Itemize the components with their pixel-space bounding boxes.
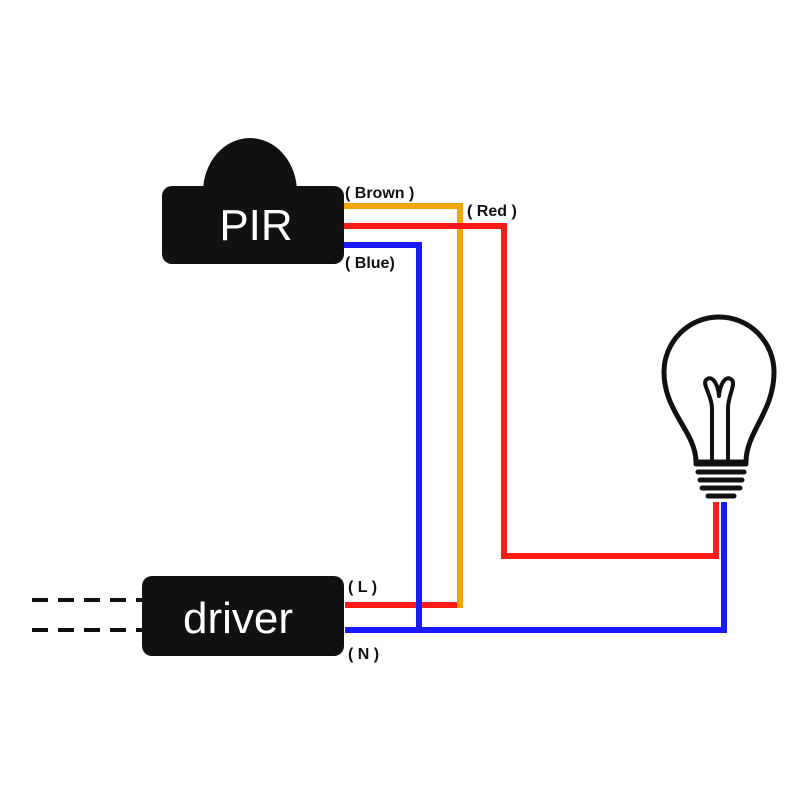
pir-body: [162, 186, 344, 264]
pir-sensor: PIR: [162, 138, 344, 264]
red-wire-label: ( Red ): [467, 203, 517, 220]
driver-l-label: ( L ): [348, 579, 377, 596]
light-bulb-icon: [661, 314, 777, 499]
blue-wire-label: ( Blue): [345, 255, 395, 272]
bulb-base: [693, 461, 749, 499]
bulb-filament: [703, 376, 736, 464]
driver-box: driver: [142, 576, 344, 656]
driver-body: [142, 576, 344, 656]
pir-label: PIR: [219, 201, 292, 250]
brown-wire-label: ( Brown ): [345, 185, 414, 202]
driver-label: driver: [183, 594, 293, 643]
red-wire: [344, 223, 719, 559]
driver-input-lines: [32, 598, 150, 632]
driver-n-label: ( N ): [348, 646, 379, 663]
pir-dome: [203, 138, 297, 192]
blue-wire: [344, 242, 422, 630]
wires: [344, 203, 727, 633]
driver-n-wire: [345, 502, 727, 633]
